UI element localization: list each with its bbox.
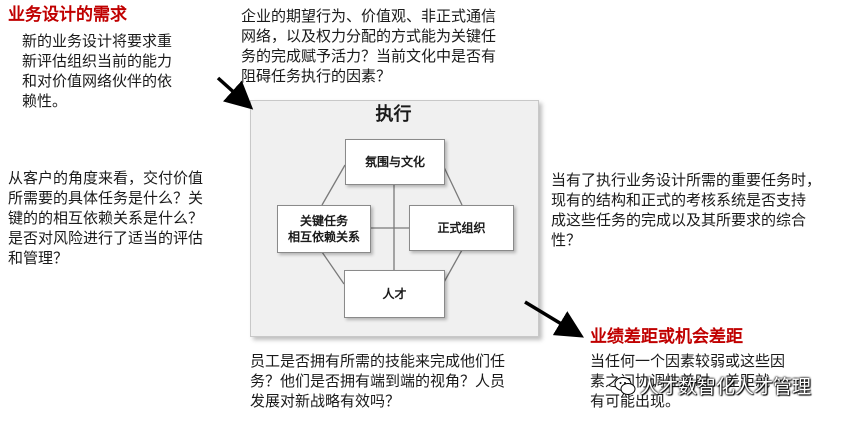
- execution-title: 执行: [375, 104, 412, 125]
- talent-question-text: 员工是否拥有所需的技能来完成他们任 务？他们是否拥有端到端的视角？人员 发展对新…: [250, 352, 506, 410]
- performance-gap-text: 当任何一个因素较弱或这些因 素之间协调性差时，差距就 有可能出现。: [590, 352, 786, 410]
- node-talent: 人才: [344, 270, 445, 318]
- formal-organization-question-text: 当有了执行业务设计所需的重要任务时， 现有的结构和正式的考核系统是否支持 成这些…: [551, 171, 822, 249]
- wechat-icon: [614, 376, 636, 395]
- node-key-tasks: 关键任务 相互依赖关系: [277, 205, 371, 253]
- watermark-text: 人才数智化人才管理: [640, 376, 812, 398]
- connector-culture-tasks: [321, 164, 346, 206]
- node-culture: 氛围与文化: [345, 139, 445, 185]
- performance-gap-heading: 业绩差距或机会差距: [590, 327, 743, 347]
- business-design-needs-text: 新的业务设计将要求重 新评估组织当前的能力 和对价值网络伙伴的依 赖性。: [22, 32, 173, 110]
- arrow-to-framework: [216, 76, 254, 110]
- connector-culture-formal: [442, 164, 463, 206]
- arrow-to-gap: [524, 300, 584, 338]
- connector-tasks-talent: [321, 251, 345, 285]
- business-design-needs-heading: 业务设计的需求: [8, 5, 127, 25]
- culture-question-text: 企业的期望行为、价值观、非正式通信 网络，以及权力分配的方式能为关键任 务的完成…: [241, 7, 497, 85]
- connector-formal-talent: [442, 249, 463, 285]
- watermark: 人才数智化人才管理: [614, 372, 811, 399]
- key-tasks-question-text: 从客户的角度来看，交付价值 所需要的具体任务是什么？关 键的的相互依赖关系是什么…: [8, 169, 204, 267]
- node-formal-organization: 正式组织: [409, 205, 514, 251]
